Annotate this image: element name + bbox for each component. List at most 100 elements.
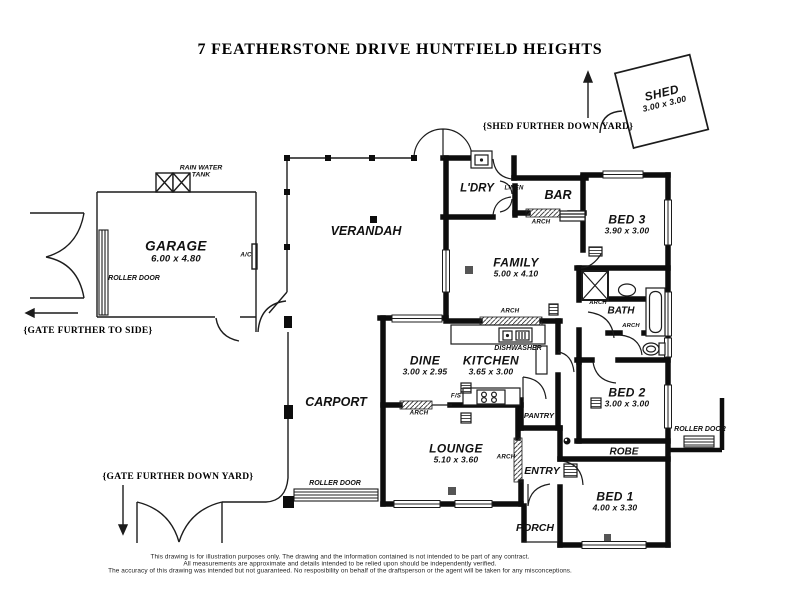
room-label-bath: BATH bbox=[607, 305, 635, 317]
arch-label-kitchen: ARCH bbox=[500, 307, 520, 315]
door-knob-icon bbox=[563, 437, 571, 445]
disclaimer-line2: All measurements are approximate and det… bbox=[183, 560, 497, 568]
roller-door-label-bed2: ROLLER DOOR bbox=[674, 426, 726, 434]
bathtub-icon bbox=[645, 287, 666, 337]
window-bed1 bbox=[581, 541, 647, 549]
shed-arrow-icon bbox=[582, 70, 594, 118]
arch-label-bar: ARCH bbox=[531, 218, 551, 226]
thin-structures bbox=[24, 53, 710, 543]
room-label-verandah: VERANDAH bbox=[330, 224, 402, 239]
back-double-door bbox=[413, 128, 473, 159]
side-roller-structure bbox=[668, 398, 725, 453]
yard-gate-icon bbox=[136, 501, 223, 543]
arch-label-bath2: ARCH bbox=[622, 322, 640, 329]
family-name: FAMILY bbox=[493, 255, 539, 270]
basin-icon bbox=[617, 283, 637, 297]
dishwasher-label: DISHWASHER bbox=[494, 345, 542, 353]
cooktop-icon bbox=[462, 387, 521, 406]
room-label-garage: GARAGE 6.00 x 4.80 bbox=[145, 239, 207, 265]
rain-water-tank-label: RAIN WATER TANK bbox=[180, 165, 223, 180]
window-family bbox=[442, 249, 450, 293]
arch-label-lounge: ARCH bbox=[496, 453, 516, 461]
bed2-dims: 3.00 x 3.00 bbox=[604, 398, 650, 409]
arch-lounge bbox=[513, 437, 523, 483]
shed-outline bbox=[599, 53, 710, 150]
dishwasher-icon bbox=[498, 327, 533, 343]
family-dims: 5.00 x 4.10 bbox=[493, 268, 539, 279]
arch-kitchen bbox=[479, 316, 543, 326]
shower-icon bbox=[581, 270, 609, 301]
verandah-outline bbox=[268, 157, 414, 314]
bed1-dims: 4.00 x 3.30 bbox=[592, 502, 638, 513]
window-bed3-side bbox=[664, 199, 672, 246]
kitchen-name: KITCHEN bbox=[462, 353, 520, 368]
arch-label-bath1: ARCH bbox=[589, 299, 607, 306]
lounge-dims: 5.10 x 3.60 bbox=[433, 454, 479, 465]
window-lounge-1 bbox=[393, 500, 441, 508]
room-label-family: FAMILY 5.00 x 4.10 bbox=[493, 255, 539, 280]
linen-label: LINEN bbox=[504, 185, 524, 192]
ac-label: A/C bbox=[240, 251, 252, 259]
rain-water-tank-icon bbox=[155, 172, 191, 193]
ac-unit-icon bbox=[251, 243, 258, 270]
room-label-kitchen: KITCHEN 3.65 x 3.00 bbox=[462, 353, 520, 378]
gate-side-arrow-icon bbox=[24, 307, 78, 319]
entry-step-icon bbox=[563, 463, 578, 478]
kitchen-dims: 3.65 x 3.00 bbox=[468, 366, 514, 377]
bed2-door bbox=[592, 361, 617, 384]
gate-yard-arrow-icon bbox=[117, 485, 129, 536]
room-label-bar: BAR bbox=[544, 188, 572, 203]
bed3-name: BED 3 bbox=[608, 212, 646, 227]
room-label-lounge: LOUNGE 5.10 x 3.60 bbox=[429, 441, 483, 466]
toilet-icon bbox=[642, 342, 666, 356]
linen-doors bbox=[499, 180, 513, 213]
note-shed-yard: {SHED FURTHER DOWN YARD} bbox=[482, 122, 634, 132]
lounge-name: LOUNGE bbox=[429, 441, 483, 456]
bed3-dims: 3.90 x 3.00 bbox=[604, 225, 650, 236]
pantry-label: PANTRY bbox=[523, 410, 555, 420]
side-gate-icon bbox=[30, 212, 85, 299]
bath-door bbox=[587, 311, 615, 339]
robe-label: ROBE bbox=[609, 446, 639, 458]
page-title: 7 FEATHERSTONE DRIVE HUNTFIELD HEIGHTS bbox=[197, 41, 603, 58]
note-gate-side: {GATE FURTHER TO SIDE} bbox=[23, 326, 153, 336]
roller-doors bbox=[98, 229, 715, 502]
room-label-bed1: BED 1 4.00 x 3.30 bbox=[592, 489, 638, 514]
fridge-space-label: F/S bbox=[450, 392, 462, 400]
room-label-bed2: BED 2 3.00 x 3.00 bbox=[604, 386, 650, 410]
roller-door-carport bbox=[293, 488, 379, 502]
note-gate-yard: {GATE FURTHER DOWN YARD} bbox=[102, 472, 254, 482]
bed1-name: BED 1 bbox=[596, 489, 634, 504]
window-dine bbox=[391, 314, 443, 323]
room-label-bed3: BED 3 3.90 x 3.00 bbox=[604, 212, 650, 237]
fridge-space-icon bbox=[460, 382, 472, 394]
wc-door bbox=[619, 334, 643, 356]
arch-dine bbox=[399, 400, 433, 410]
roller-door-garage bbox=[98, 229, 109, 316]
fixtures bbox=[448, 150, 666, 541]
roller-door-bed2 bbox=[683, 435, 715, 448]
rain-water-label: RAIN WATER bbox=[179, 164, 223, 172]
window-lounge-2 bbox=[454, 500, 493, 508]
pantry-door bbox=[522, 376, 547, 400]
dine-name: DINE bbox=[409, 353, 441, 368]
porch-label: PORCH bbox=[516, 522, 554, 535]
hall-door bbox=[557, 351, 575, 373]
tank-label: TANK bbox=[191, 172, 211, 179]
laundry-inner-door bbox=[492, 196, 512, 216]
disclaimer-line1: This drawing is for illustration purpose… bbox=[150, 553, 530, 561]
roller-door-label-carport: ROLLER DOOR bbox=[309, 480, 361, 488]
cupboard-icons bbox=[460, 246, 603, 478]
roller-door-label-garage: ROLLER DOOR bbox=[108, 275, 160, 283]
laundry-door bbox=[492, 158, 513, 180]
entry-door bbox=[527, 483, 551, 507]
garage-dims: 6.00 x 4.80 bbox=[151, 253, 201, 265]
arch-bar bbox=[525, 208, 561, 218]
window-bed2-side bbox=[664, 384, 672, 429]
entry-label: ENTRY bbox=[524, 465, 560, 478]
posts bbox=[283, 155, 417, 508]
dine-dims: 3.00 x 2.95 bbox=[402, 366, 448, 377]
laundry-trough-icon bbox=[470, 150, 493, 169]
